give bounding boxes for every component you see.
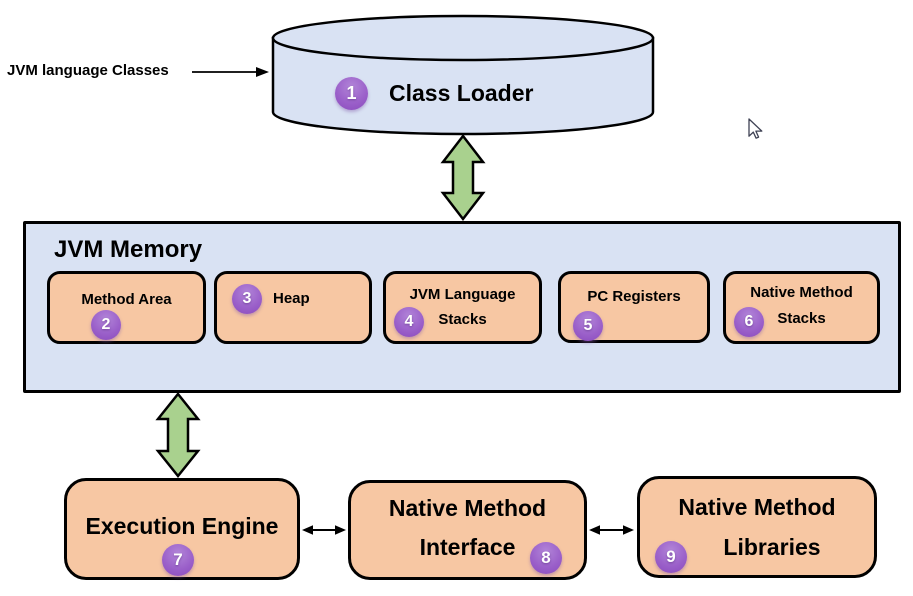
class-loader-cylinder [271,14,655,136]
step-badge-6: 6 [734,307,764,337]
mouse-pointer-icon [748,118,763,139]
method-area-box: Method Area 2 [47,271,206,344]
jvm-memory-title: JVM Memory [54,236,203,263]
native-method-stacks-line2: Stacks [777,310,826,327]
native-method-interface-line2: Interface [419,534,516,560]
input-arrow [192,67,269,77]
execution-engine-box: Execution Engine 7 [64,478,300,580]
native-method-libraries-line1: Native Method [678,494,836,520]
double-arrow-interface-libraries [589,525,634,535]
native-method-libraries-line2: Libraries [723,534,821,560]
double-arrow-memory-engine-icon [155,391,201,479]
step-badge-2: 2 [91,310,121,340]
heap-box: 3 Heap [214,271,372,344]
native-method-interface-line1: Native Method [388,495,547,521]
step-badge-9: 9 [655,541,687,573]
class-loader-title: Class Loader [389,80,534,106]
double-arrow-classloader-memory-icon [440,133,486,222]
step-badge-7: 7 [162,544,194,576]
cylinder-top [271,14,655,62]
jvm-language-stacks-box: JVM Language Stacks 4 [383,271,542,344]
step-badge-1: 1 [335,77,368,110]
pc-registers-box: PC Registers 5 [558,271,710,343]
double-arrow-engine-interface [302,525,346,535]
step-badge-8: 8 [530,542,562,574]
jvm-language-stacks-line1: JVM Language [409,286,516,303]
native-method-libraries-box: Native Method Libraries 9 [637,476,877,578]
execution-engine-label: Execution Engine [85,513,279,539]
heap-label: Heap [273,290,310,307]
method-area-label: Method Area [81,291,172,308]
step-badge-3: 3 [232,284,262,314]
pc-registers-label: PC Registers [587,288,681,305]
jvm-language-stacks-line2: Stacks [438,311,487,328]
native-method-stacks-line1: Native Method [750,284,853,301]
native-method-stacks-box: Native Method Stacks 6 [723,271,880,344]
step-badge-4: 4 [394,307,424,337]
jvm-language-classes-label: JVM language Classes [7,62,169,79]
step-badge-5: 5 [573,311,603,341]
native-method-interface-box: Native Method Interface 8 [348,480,587,580]
